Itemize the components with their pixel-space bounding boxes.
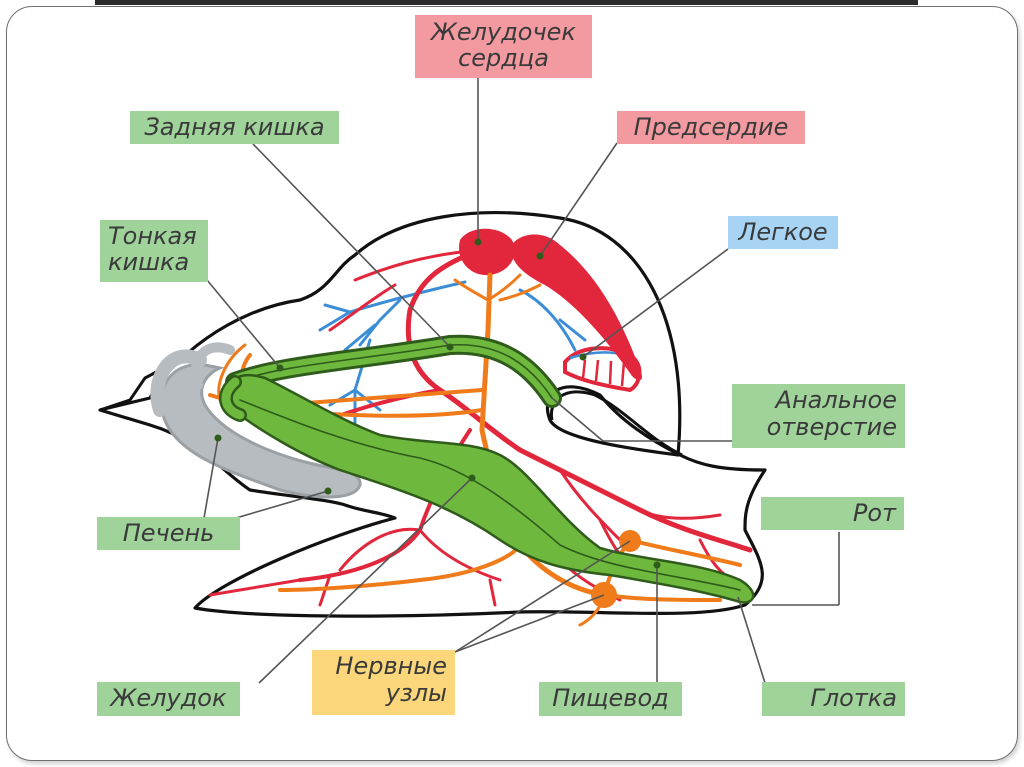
label-anal-opening: Анальное отверстие [732, 384, 905, 448]
label-nerve-ganglia: Нервные узлы [312, 650, 455, 715]
pointer-dots [214, 238, 661, 569]
heart [459, 228, 643, 381]
label-small-intestine: Тонкая кишка [100, 220, 208, 282]
liver-shape [159, 363, 362, 499]
lung-vessels [318, 280, 587, 432]
top-bar-left [95, 0, 918, 5]
heart-ventricle-shape [459, 228, 515, 276]
liver-coil-outer [150, 349, 207, 417]
label-liver: Печень [97, 517, 240, 550]
shell-apex-outline [99, 368, 161, 412]
label-stomach: Желудок [97, 682, 240, 716]
stomach-shape [228, 373, 755, 604]
label-mouth: Рот [761, 497, 904, 530]
label-lung: Легкое [728, 216, 838, 249]
atrium-shape [511, 234, 643, 381]
pointer-lines [203, 78, 840, 684]
label-hindgut: Задняя кишка [130, 111, 339, 144]
label-pharynx: Глотка [762, 682, 905, 716]
label-atrium: Предсердие [617, 111, 805, 144]
liver-coil-inner [190, 342, 235, 390]
label-heart-ventricle: Желудочек сердца [415, 15, 592, 78]
label-esophagus: Пищевод [539, 682, 682, 716]
